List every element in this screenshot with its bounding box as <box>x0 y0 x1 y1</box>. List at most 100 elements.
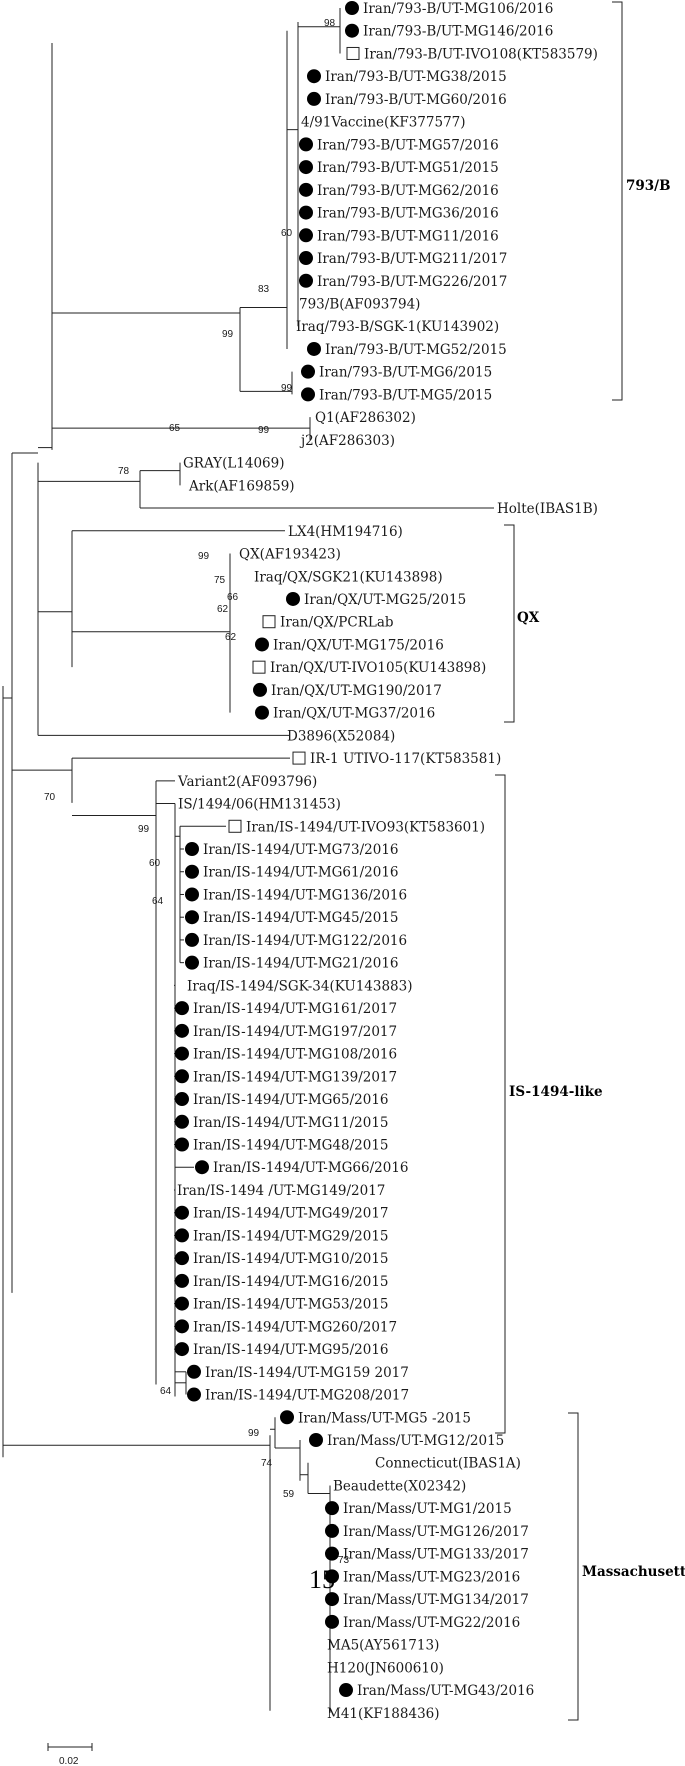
taxon-label: Iran/793-B/UT-MG11/2016 <box>317 228 499 244</box>
filled-circle-marker <box>345 23 359 38</box>
filled-circle-marker <box>299 137 313 152</box>
filled-circle-marker <box>325 1614 339 1629</box>
taxon-label: QX(AF193423) <box>239 547 341 563</box>
filled-circle-marker <box>175 1296 189 1311</box>
open-square-marker <box>292 751 306 765</box>
filled-circle-marker <box>299 273 313 288</box>
taxon-label: Iran/IS-1494/UT-MG11/2015 <box>193 1115 389 1131</box>
taxon-label: Iran/IS-1494/UT-MG53/2015 <box>193 1297 389 1313</box>
bootstrap-value: 60 <box>281 228 293 239</box>
clade-label: 793/B <box>626 178 671 194</box>
filled-circle-marker <box>195 1160 209 1175</box>
taxon-label: Beaudette(X02342) <box>333 1478 466 1494</box>
open-square-marker <box>252 660 266 674</box>
filled-circle-marker <box>175 1114 189 1129</box>
taxon-label: Iran/IS-1494/UT-MG61/2016 <box>203 865 399 881</box>
taxon-label: Iran/793-B/UT-MG106/2016 <box>363 1 553 17</box>
taxon-label: Iran/QX/UT-MG37/2016 <box>273 706 435 722</box>
taxon-label: Holte(IBAS1B) <box>497 501 598 517</box>
taxon-label: Iran/IS-1494/UT-MG49/2017 <box>193 1206 389 1222</box>
bootstrap-value: 78 <box>118 466 130 477</box>
clade-label: Massachusetts <box>582 1564 685 1580</box>
filled-circle-marker <box>325 1523 339 1538</box>
taxon-label: 4/91Vaccine(KF377577) <box>301 115 466 131</box>
taxon-label: Iran/IS-1494/UT-MG208/2017 <box>205 1388 409 1404</box>
filled-circle-marker <box>175 1319 189 1334</box>
filled-circle-marker <box>185 842 199 857</box>
tree-branches <box>2 8 494 1713</box>
taxon-label: Iran/793-B/UT-MG146/2016 <box>363 24 553 40</box>
taxon-label: Iran/793-B/UT-MG36/2016 <box>317 206 499 222</box>
taxon-label: M41(KF188436) <box>327 1706 440 1722</box>
taxon-label: Q1(AF286302) <box>315 410 416 426</box>
bootstrap-value: 62 <box>217 604 229 615</box>
clade-bracket <box>612 1 623 401</box>
open-square-marker <box>228 819 242 833</box>
taxon-label: 793/B(AF093794) <box>299 296 420 312</box>
scale-bar-label: 0.02 <box>59 1756 79 1766</box>
taxon-label: Iran/IS-1494/UT-MG66/2016 <box>213 1160 409 1176</box>
filled-circle-marker <box>325 1501 339 1516</box>
taxon-label: Iran/Mass/UT-MG126/2017 <box>343 1524 529 1540</box>
bootstrap-value: 99 <box>138 824 150 835</box>
taxon-label: Iran/IS-1494/UT-MG21/2016 <box>203 956 399 972</box>
filled-circle-marker <box>175 1273 189 1288</box>
taxon-label: Iran/793-B/UT-MG57/2016 <box>317 137 499 153</box>
taxon-label: Iran/IS-1494/UT-MG48/2015 <box>193 1138 389 1154</box>
taxon-label: Iran/IS-1494/UT-MG73/2016 <box>203 842 399 858</box>
taxon-label: Iran/IS-1494/UT-MG45/2015 <box>203 910 399 926</box>
filled-circle-marker <box>175 1046 189 1061</box>
bootstrap-value: 99 <box>248 1428 260 1439</box>
bootstrap-values: 9860839999996578997566626270996064649974… <box>44 18 350 1566</box>
filled-circle-marker <box>307 341 321 356</box>
clade-bracket <box>495 774 506 1434</box>
bootstrap-value: 83 <box>258 284 270 295</box>
filled-circle-marker <box>255 637 269 652</box>
open-square-marker <box>262 615 276 629</box>
page-number: 15 <box>309 1565 335 1594</box>
taxon-label: IR-1 UTIVO-117(KT583581) <box>310 751 501 767</box>
filled-circle-marker <box>299 182 313 197</box>
taxon-label: Ark(AF169859) <box>188 478 295 494</box>
filled-circle-marker <box>185 864 199 879</box>
bootstrap-value: 99 <box>222 329 234 340</box>
taxon-label: Variant2(AF093796) <box>177 774 317 790</box>
filled-circle-marker <box>187 1387 201 1402</box>
filled-circle-marker <box>325 1592 339 1607</box>
taxon-label: Iran/793-B/UT-MG51/2015 <box>317 160 499 176</box>
taxon-label: H120(JN600610) <box>327 1660 444 1676</box>
bootstrap-value: 64 <box>152 896 164 907</box>
filled-circle-marker <box>325 1546 339 1561</box>
taxon-label: Iraq/QX/SGK21(KU143898) <box>254 569 443 585</box>
bootstrap-value: 99 <box>198 551 210 562</box>
taxon-label: Iran/QX/UT-IVO105(KU143898) <box>270 660 486 676</box>
taxon-label: Iran/793-B/UT-MG60/2016 <box>325 92 507 108</box>
taxon-label: MA5(AY561713) <box>327 1638 439 1654</box>
taxon-label: Iran/793-B/UT-MG52/2015 <box>325 342 507 358</box>
filled-circle-marker <box>175 1001 189 1016</box>
taxon-label: Iraq/IS-1494/SGK-34(KU143883) <box>187 978 413 994</box>
clade-label: IS-1494-like <box>509 1084 603 1100</box>
filled-circle-marker <box>253 682 267 697</box>
taxon-label: D3896(X52084) <box>287 728 395 744</box>
bootstrap-value: 73 <box>338 1555 350 1566</box>
taxon-label: Iran/IS-1494/UT-MG139/2017 <box>193 1069 397 1085</box>
filled-circle-marker <box>299 251 313 266</box>
open-square-marker <box>346 46 360 60</box>
filled-circle-marker <box>175 1251 189 1266</box>
filled-circle-marker <box>175 1069 189 1084</box>
taxon-label: Iran/QX/UT-MG25/2015 <box>304 592 466 608</box>
bootstrap-value: 74 <box>261 1458 273 1469</box>
taxon-label: Iraq/793-B/SGK-1(KU143902) <box>296 319 499 335</box>
bootstrap-value: 70 <box>44 792 56 803</box>
filled-circle-marker <box>185 932 199 947</box>
taxon-label: Iran/IS-1494/UT-MG108/2016 <box>193 1047 397 1063</box>
bootstrap-value: 75 <box>214 575 226 586</box>
clade-bracket <box>568 1412 579 1721</box>
filled-circle-marker <box>175 1228 189 1243</box>
taxon-label: Iran/IS-1494/UT-MG136/2016 <box>203 887 407 903</box>
bootstrap-value: 99 <box>258 425 270 436</box>
leaf-labels: Iran/793-B/UT-MG106/2016Iran/793-B/UT-MG… <box>175 1 598 1722</box>
taxon-label: LX4(HM194716) <box>288 524 403 540</box>
bootstrap-value: 59 <box>283 1489 295 1500</box>
